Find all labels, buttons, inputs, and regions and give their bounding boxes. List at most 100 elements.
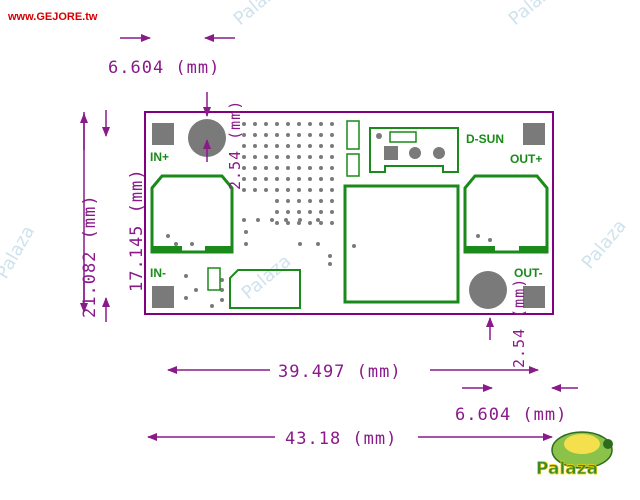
pad-in-plus	[152, 123, 174, 145]
via	[319, 199, 323, 203]
via	[275, 122, 279, 126]
via	[244, 242, 248, 246]
via	[270, 218, 274, 222]
via	[297, 210, 301, 214]
label-out-plus: OUT+	[510, 152, 542, 166]
via	[297, 155, 301, 159]
via	[308, 155, 312, 159]
watermark: Palaza	[578, 216, 631, 274]
via	[242, 144, 246, 148]
via	[256, 218, 260, 222]
site-label: www.GEJORE.tw	[7, 11, 98, 23]
via	[319, 133, 323, 137]
via	[330, 188, 334, 192]
logo-text: Palaza	[536, 459, 598, 479]
via	[253, 188, 257, 192]
via	[184, 296, 188, 300]
label-brand: D-SUN	[466, 132, 504, 146]
via	[308, 144, 312, 148]
via	[242, 166, 246, 170]
via	[308, 188, 312, 192]
via-grid	[166, 122, 492, 308]
pot-window	[389, 131, 417, 143]
via	[253, 155, 257, 159]
mounting-hole-bottom	[469, 271, 507, 309]
via	[319, 166, 323, 170]
dim-inner-height: 17.145 (mm)	[127, 168, 147, 292]
via	[330, 221, 334, 225]
via	[330, 155, 334, 159]
via	[286, 188, 290, 192]
via	[319, 144, 323, 148]
via	[319, 221, 323, 225]
pot-pin	[433, 147, 445, 159]
via	[286, 199, 290, 203]
via	[308, 199, 312, 203]
dimension-lines	[80, 34, 578, 441]
via	[319, 155, 323, 159]
via	[253, 177, 257, 181]
via	[308, 177, 312, 181]
via	[253, 144, 257, 148]
via	[308, 166, 312, 170]
via	[297, 177, 301, 181]
via	[308, 122, 312, 126]
pad-out-minus	[523, 286, 545, 308]
via	[184, 274, 188, 278]
via	[242, 122, 246, 126]
pot-pin	[409, 147, 421, 159]
label-out-minus: OUT-	[514, 266, 543, 280]
resistor	[346, 120, 360, 150]
via	[297, 188, 301, 192]
watermark: Palaza	[505, 0, 563, 30]
via	[264, 144, 268, 148]
via	[242, 188, 246, 192]
via	[330, 166, 334, 170]
via	[264, 177, 268, 181]
capacitor-right	[463, 174, 549, 254]
via	[319, 122, 323, 126]
inductor	[343, 184, 460, 304]
via	[264, 166, 268, 170]
via	[330, 122, 334, 126]
via	[220, 288, 224, 292]
via	[298, 242, 302, 246]
via	[264, 122, 268, 126]
dim-overall-height: 21.082 (mm)	[80, 194, 100, 318]
via	[286, 166, 290, 170]
via	[275, 144, 279, 148]
via	[264, 133, 268, 137]
via	[242, 177, 246, 181]
pot-pin	[376, 133, 382, 139]
via	[286, 210, 290, 214]
pot-pins	[376, 133, 445, 160]
cap-fills	[152, 246, 547, 253]
via	[275, 155, 279, 159]
via	[244, 230, 248, 234]
via	[286, 133, 290, 137]
via	[220, 278, 224, 282]
via	[308, 221, 312, 225]
via	[242, 133, 246, 137]
via	[242, 218, 246, 222]
mounting-hole-top	[188, 119, 226, 157]
dim-top-hole-inset: 2.54 (mm)	[226, 100, 244, 190]
via	[242, 155, 246, 159]
via	[286, 221, 290, 225]
via	[308, 133, 312, 137]
via	[174, 242, 178, 246]
via	[275, 166, 279, 170]
dim-bottom-hole-inset: 2.54 (mm)	[510, 278, 528, 368]
via	[330, 210, 334, 214]
via	[297, 166, 301, 170]
capacitor-left	[150, 174, 234, 254]
palaza-logo: Palaza	[536, 431, 613, 479]
via	[488, 238, 492, 242]
via	[264, 188, 268, 192]
via	[194, 288, 198, 292]
via	[286, 177, 290, 181]
via	[286, 155, 290, 159]
via	[319, 188, 323, 192]
resistor-3	[207, 267, 221, 291]
